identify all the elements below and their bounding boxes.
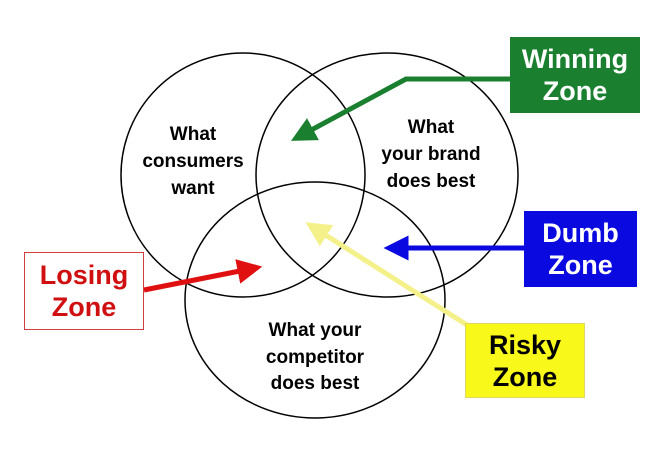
consumers-label-2: consumers <box>142 151 243 172</box>
losing-arrow <box>143 259 263 293</box>
brand-label-1: What <box>408 117 455 138</box>
brand-label-2: your brand <box>381 144 480 165</box>
winning-zone-line1: Winning <box>521 44 629 74</box>
consumers-label-3: want <box>170 178 215 199</box>
dumb-zone-box: Dumb Zone <box>524 211 637 287</box>
risky-zone-line2: Zone <box>492 361 558 392</box>
dumb-zone-line2: Zone <box>548 250 613 280</box>
competitor-label-1: What your <box>269 320 362 341</box>
competitor-label-3: does best <box>271 373 360 394</box>
competitor-label-2: competitor <box>266 347 365 368</box>
winning-zone-box: Winning Zone <box>510 37 640 113</box>
winning-arrow <box>290 76 512 141</box>
losing-zone-line2: Zone <box>51 292 117 322</box>
risky-zone-box: Risky Zone <box>465 323 585 398</box>
losing-zone-line1: Losing <box>39 260 129 290</box>
circle-consumers <box>120 52 366 298</box>
circle-brand <box>255 52 519 298</box>
brand-label-3: does best <box>387 171 476 192</box>
circle-competitor <box>184 181 446 419</box>
losing-zone-box: Losing Zone <box>24 252 144 330</box>
winning-zone-line2: Zone <box>542 76 608 106</box>
dumb-zone-line1: Dumb <box>542 218 619 248</box>
consumers-label-1: What <box>170 124 217 145</box>
risky-arrow <box>305 222 469 328</box>
risky-zone-line1: Risky <box>488 329 562 360</box>
